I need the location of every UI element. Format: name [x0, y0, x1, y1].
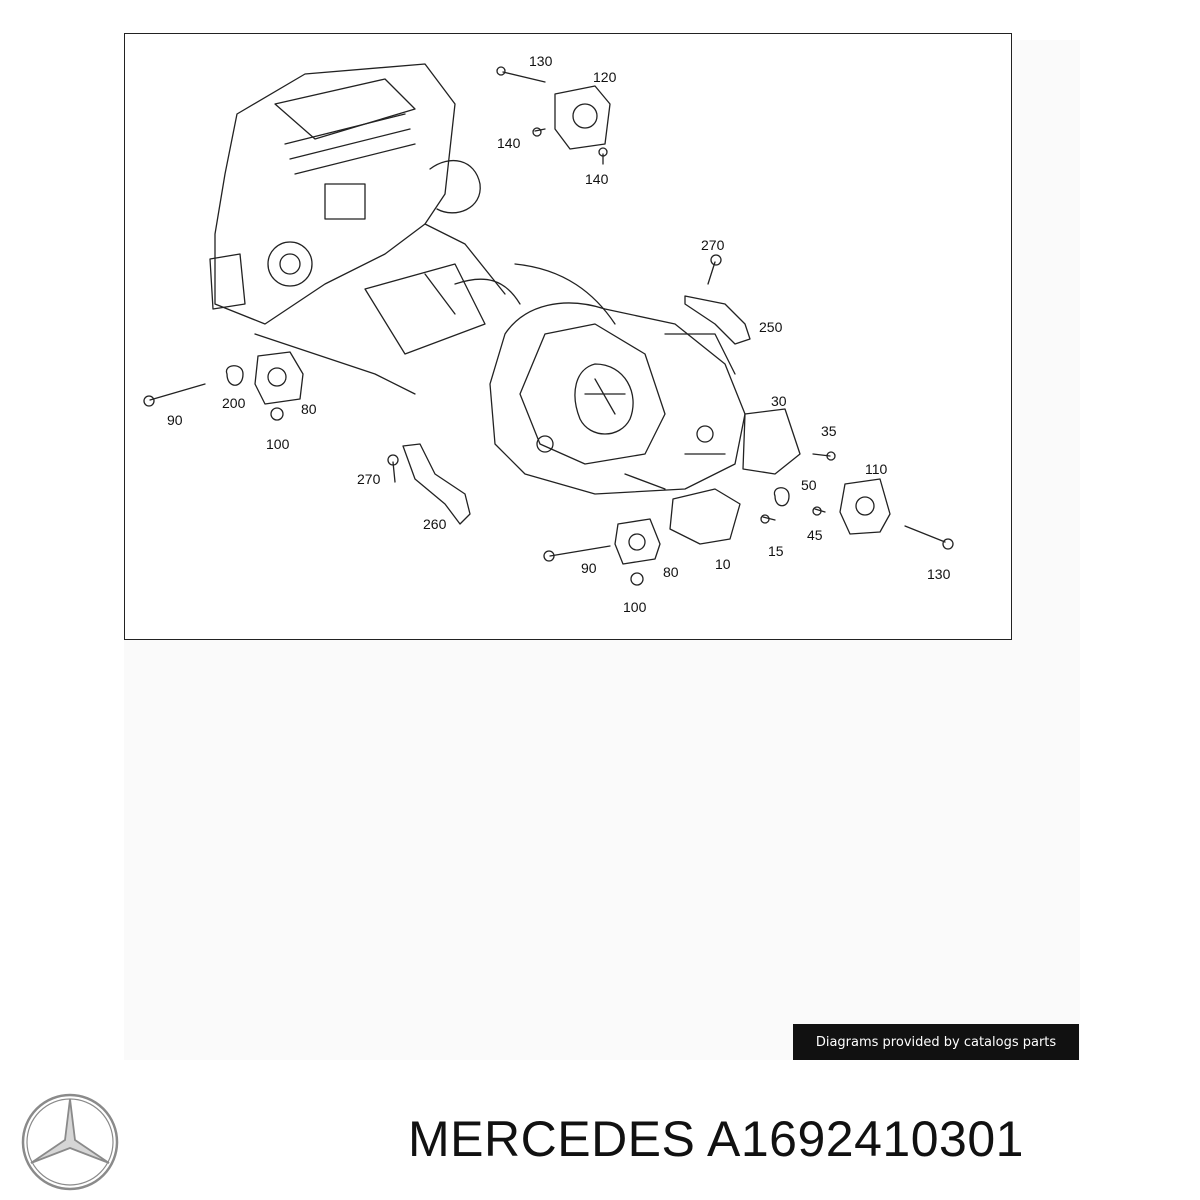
callout-15: 15 — [768, 543, 784, 559]
callout-250: 250 — [759, 319, 783, 335]
transmission-drawing — [489, 302, 746, 495]
callout-45: 45 — [807, 527, 823, 543]
page-title: MERCEDES A1692410301 — [408, 1111, 1024, 1167]
callout-100: 100 — [266, 436, 290, 452]
callout-130: 130 — [529, 53, 553, 69]
mercedes-star-logo-icon — [18, 1090, 122, 1199]
callout-80: 80 — [663, 564, 679, 580]
callout-130: 130 — [927, 566, 951, 582]
engine-drawing — [209, 63, 616, 395]
callout-270: 270 — [357, 471, 381, 487]
parts-diagram: 130 120 140 140 270 250 200 90 80 100 30… — [124, 33, 1012, 640]
callout-80: 80 — [301, 401, 317, 417]
callout-270: 270 — [701, 237, 725, 253]
callout-100: 100 — [623, 599, 647, 615]
callout-140: 140 — [585, 171, 609, 187]
callout-200: 200 — [222, 395, 246, 411]
callout-140: 140 — [497, 135, 521, 151]
right-mount-drawing — [543, 478, 954, 586]
callout-90: 90 — [167, 412, 183, 428]
left-mount-drawing — [143, 351, 304, 421]
callout-110: 110 — [865, 461, 888, 477]
callout-260: 260 — [423, 516, 447, 532]
callout-90: 90 — [581, 560, 597, 576]
bracket-260-drawing — [387, 443, 471, 525]
bracket-250-drawing — [684, 254, 751, 345]
callout-120: 120 — [593, 69, 617, 85]
callout-50: 50 — [801, 477, 817, 493]
parts-drawing — [143, 63, 954, 586]
mount-120-drawing — [496, 66, 611, 165]
diagram-credit-banner: Diagrams provided by catalogs parts — [793, 1024, 1079, 1060]
callout-10: 10 — [715, 556, 731, 572]
callout-35: 35 — [821, 423, 837, 439]
bracket-30-drawing — [742, 408, 836, 475]
callout-30: 30 — [771, 393, 787, 409]
